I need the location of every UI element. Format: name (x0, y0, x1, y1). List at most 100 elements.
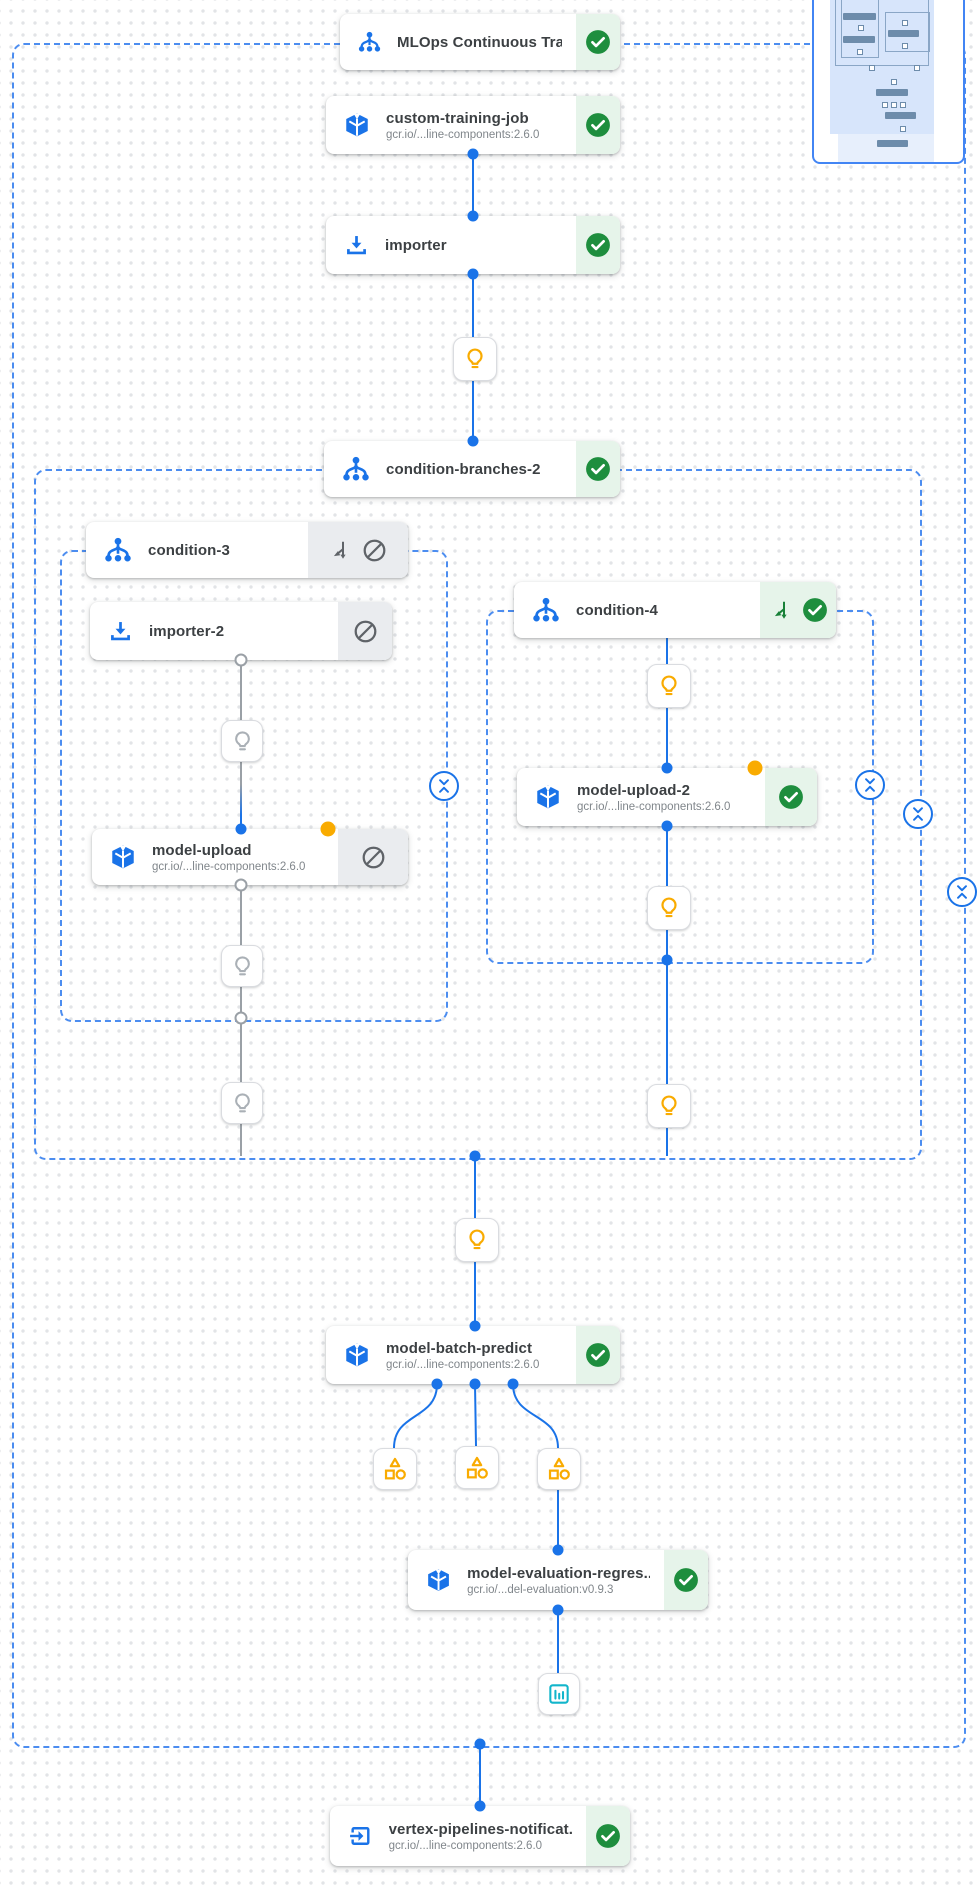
edge-connection-dot (661, 762, 673, 774)
condition-lightbulb-node-skipped[interactable] (221, 720, 263, 762)
collapse-group-condition-branches-2-button[interactable] (903, 799, 933, 829)
success-check-icon (673, 1567, 699, 1593)
condition-lightbulb-node[interactable] (453, 337, 497, 381)
component-cube-icon (345, 112, 369, 138)
edge-connection-dot (469, 1150, 481, 1162)
success-check-icon (585, 232, 611, 258)
condition-lightbulb-node[interactable] (647, 664, 691, 708)
node-title: vertex-pipelines-notificat... (388, 1820, 572, 1838)
edge-connection-dot (474, 1800, 486, 1812)
success-check-icon (585, 456, 611, 482)
minimap[interactable] (812, 0, 965, 164)
pipeline-node-model-upload[interactable]: model-upload gcr.io/...line-components:2… (92, 829, 408, 885)
node-subtitle: gcr.io/...line-components:2.6.0 (152, 860, 306, 873)
edge-connection-dot (431, 1378, 443, 1390)
skipped-blocked-icon (362, 846, 384, 868)
edge-connection-dot (469, 1378, 481, 1390)
success-check-icon (585, 29, 611, 55)
success-check-icon (595, 1823, 621, 1849)
minimap-group-outline (841, 0, 879, 58)
edge-skipped (240, 1122, 242, 1156)
node-title: MLOps Continuous Traini... (397, 33, 562, 51)
pending-output-dot (747, 760, 763, 776)
edge (666, 638, 668, 664)
skipped-blocked-icon (363, 539, 386, 561)
edge-connection-dot-skipped (234, 878, 248, 892)
node-title: model-batch-predict (386, 1339, 533, 1357)
condition-lightbulb-node[interactable] (647, 886, 691, 930)
edge-connection-dot (552, 1544, 564, 1556)
edge-connection-dot (235, 823, 247, 835)
minimap-node (888, 30, 919, 37)
pipeline-node-importer[interactable]: importer (326, 216, 620, 274)
edge-connection-dot (467, 435, 479, 447)
condition-lightbulb-node-skipped[interactable] (221, 1082, 263, 1124)
node-title: condition-3 (148, 541, 230, 559)
component-cube-icon (345, 1342, 369, 1368)
edge (472, 274, 474, 337)
metrics-chart-icon (549, 1684, 569, 1704)
node-subtitle: gcr.io/...line-components:2.6.0 (386, 128, 540, 141)
pipeline-node-importer-2[interactable]: importer-2 (90, 602, 392, 660)
pipeline-dag-icon (341, 455, 371, 482)
minimap-node (843, 36, 875, 43)
artifact-category-icon (466, 1456, 488, 1479)
minimap-group-outline (885, 12, 930, 52)
collapse-group-condition-4-button[interactable] (855, 770, 885, 800)
pipeline-node-custom-training-job[interactable]: custom-training-job gcr.io/...line-compo… (326, 96, 620, 154)
edge-connection-dot (467, 210, 479, 222)
lightbulb-icon (661, 675, 677, 696)
edge (472, 154, 474, 216)
edge (472, 379, 474, 441)
status-section (338, 829, 408, 885)
node-title: condition-4 (576, 601, 658, 619)
exit-handler-icon (348, 1827, 370, 1845)
pipeline-node-condition-3[interactable]: condition-3 (86, 522, 408, 578)
minimap-mini-node (900, 102, 906, 108)
artifact-node[interactable] (373, 1448, 417, 1490)
edge-fanout-artifacts (393, 1384, 559, 1449)
node-subtitle: gcr.io/...del-evaluation:v0.9.3 (467, 1583, 614, 1596)
node-title: importer (385, 236, 447, 254)
minimap-group-outline (835, 0, 929, 66)
pipeline-node-model-evaluation-regression[interactable]: model-evaluation-regres... gcr.io/...del… (408, 1550, 708, 1610)
collapse-group-pipeline-root-button[interactable] (947, 877, 977, 907)
pipeline-dag-icon (531, 596, 561, 623)
pipeline-node-condition-branches-2[interactable]: condition-branches-2 (324, 441, 620, 497)
success-check-icon (585, 1342, 611, 1368)
minimap-node (843, 13, 876, 20)
node-title: model-evaluation-regres... (467, 1564, 650, 1582)
edge-connection-dot (469, 1320, 481, 1332)
edge-connection-dot (507, 1378, 519, 1390)
node-title: custom-training-job (386, 109, 529, 127)
condition-lightbulb-node[interactable] (455, 1218, 499, 1262)
collapse-group-condition-3-button[interactable] (429, 771, 459, 801)
artifact-node[interactable] (455, 1446, 499, 1489)
pipeline-node-vertex-pipelines-notification[interactable]: vertex-pipelines-notificat... gcr.io/...… (330, 1806, 630, 1866)
pipeline-node-condition-4[interactable]: condition-4 (514, 582, 836, 638)
edge (479, 1744, 481, 1806)
component-cube-icon (111, 844, 135, 870)
lightbulb-icon (661, 1095, 677, 1116)
condition-lightbulb-node[interactable] (647, 1084, 691, 1128)
edge (666, 706, 668, 768)
edge-connection-dot (661, 820, 673, 832)
pipeline-node-model-upload-2[interactable]: model-upload-2 gcr.io/...line-components… (517, 768, 817, 826)
pipeline-node-root[interactable]: MLOps Continuous Traini... (340, 14, 620, 70)
minimap-mini-node (900, 126, 906, 132)
condition-lightbulb-node-skipped[interactable] (221, 945, 263, 987)
status-section (760, 582, 836, 638)
minimap-node (877, 140, 908, 147)
sub-dag-split-icon (773, 600, 788, 620)
edge (666, 928, 668, 960)
metrics-artifact-node[interactable] (538, 1673, 580, 1715)
artifact-node[interactable] (537, 1448, 581, 1490)
edge (557, 1610, 559, 1673)
edge (666, 960, 668, 1084)
status-section (308, 522, 408, 578)
edge (666, 1126, 668, 1156)
collapse-chevrons-icon (865, 778, 875, 792)
pipeline-node-model-batch-predict[interactable]: model-batch-predict gcr.io/...line-compo… (326, 1326, 620, 1384)
status-section (586, 1806, 630, 1866)
